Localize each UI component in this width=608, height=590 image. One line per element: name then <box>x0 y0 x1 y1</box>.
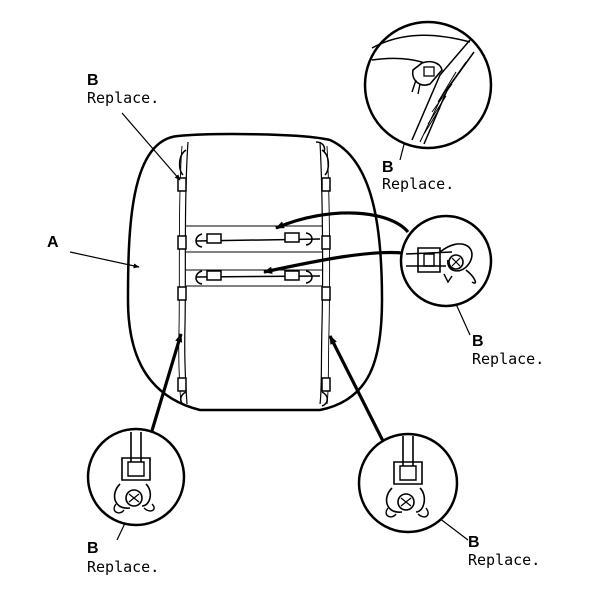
callout-b-upper-right: B <box>382 159 394 176</box>
hog-rings <box>177 141 331 407</box>
listing-rods <box>195 232 321 285</box>
replace-note-lower-left: Replace. <box>87 558 160 576</box>
replace-note-upper-left: Replace. <box>87 89 160 107</box>
replace-note-upper-right: Replace. <box>382 175 455 193</box>
replace-note-lower-right: Replace. <box>468 551 541 569</box>
detail-circle-right <box>399 214 493 308</box>
detail-circle-top-right <box>363 20 493 150</box>
callout-a: A <box>47 234 59 251</box>
seat-cover-outline <box>126 132 384 412</box>
callout-b-right: B <box>472 333 484 350</box>
callout-b-lower-left: B <box>87 540 99 557</box>
inner-panel-seams <box>178 141 331 405</box>
detail-circle-bottom-left <box>86 427 186 527</box>
callout-b-lower-right: B <box>468 534 480 551</box>
replace-note-right: Replace. <box>472 350 545 368</box>
callout-b-upper-left: B <box>87 72 99 89</box>
detail-arrows <box>149 211 410 442</box>
detail-circle-bottom-right <box>357 432 459 534</box>
